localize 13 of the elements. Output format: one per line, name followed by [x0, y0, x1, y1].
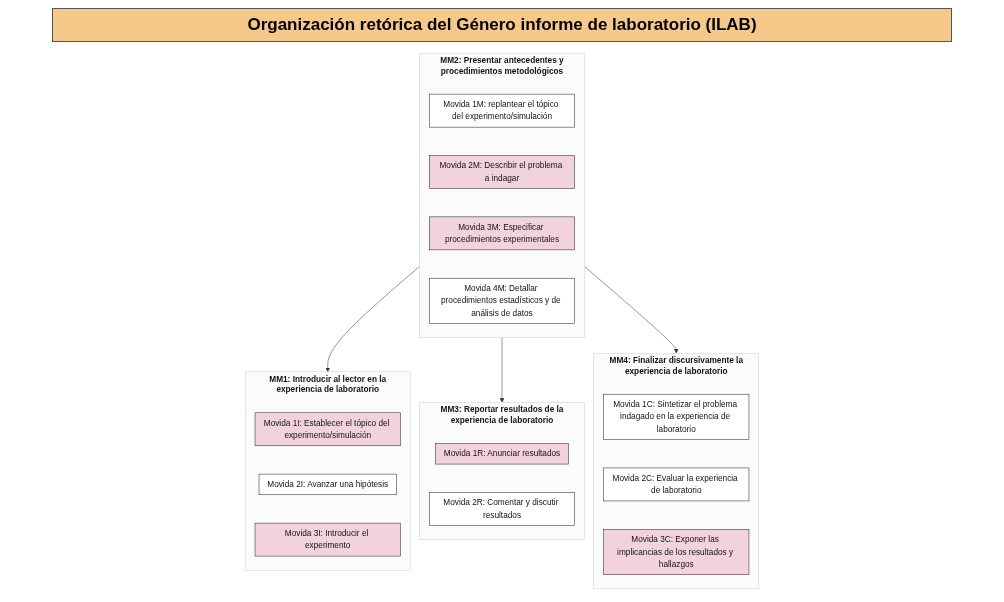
- node-box: Movida 1R: Anunciar resultados: [435, 443, 569, 465]
- node-box: Movida 2M: Describir el problema a indagar: [429, 155, 575, 189]
- node-box: Movida 1I: Establecer el tópico del experimento/simulación: [254, 412, 401, 447]
- title-banner: Organización retórica del Género informe de laboratorio (ILAB): [52, 8, 952, 42]
- node-box: Movida 1M: replantear el tópico del experimento/simulación: [429, 93, 575, 128]
- node-box: Movida 3I: Introducir el experimento: [254, 522, 401, 557]
- node-box: Movida 2R: Comentar y discutir resultados: [429, 492, 575, 526]
- node-box: Movida 4M: Detallar procedimientos estadísticos y de análisis de datos: [429, 277, 575, 324]
- node-box: Movida 2C: Evaluar la experiencia de laboratorio: [603, 467, 750, 502]
- node-box: Movida 3C: Exponer las implicancias de los resultados y hallazgos: [603, 529, 750, 575]
- node-box: Movida 1C: Sintetizar el problema indagado en la experiencia de laboratorio: [603, 393, 750, 440]
- node-box: Movida 3M: Especificar procedimientos experimentales: [429, 216, 575, 251]
- node-box: Movida 2I: Avanzar una hipótesis: [258, 473, 397, 495]
